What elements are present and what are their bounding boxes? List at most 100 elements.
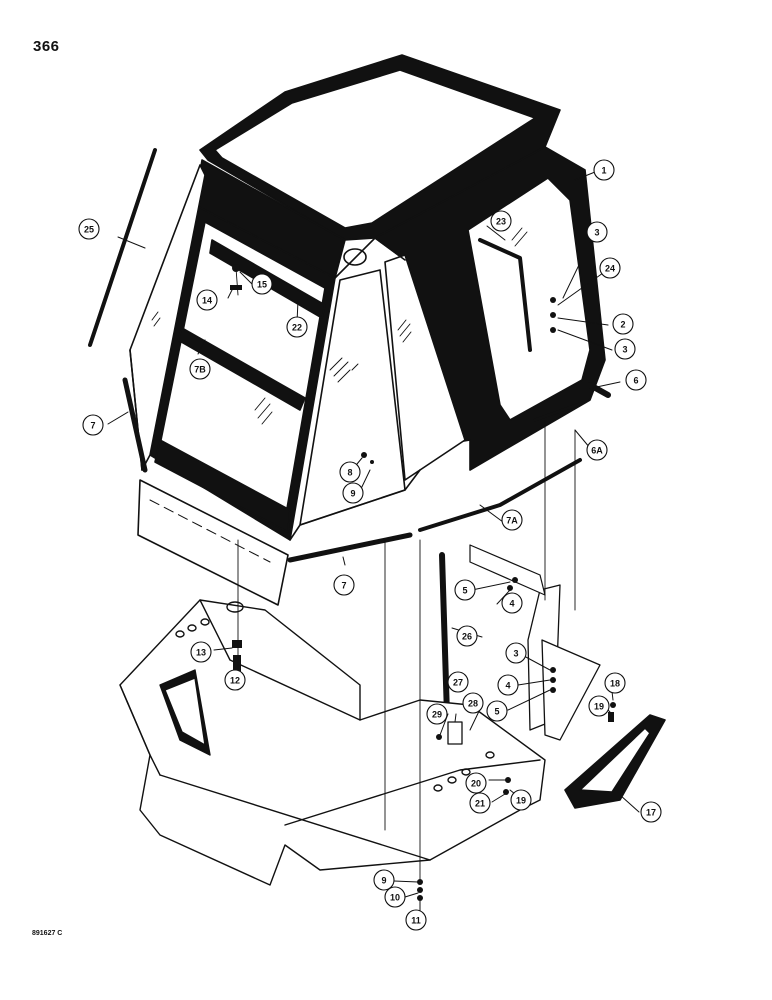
callout-9: 9 <box>342 482 364 504</box>
callout-circle <box>625 369 647 391</box>
seal-strip-6a <box>533 400 587 422</box>
callout-circle <box>384 886 406 908</box>
callout-circle <box>586 221 608 243</box>
callout-label: 22 <box>292 323 302 333</box>
callout-circle <box>599 257 621 279</box>
callout-29: 29 <box>426 703 448 725</box>
callout-10: 10 <box>384 886 406 908</box>
callout-circle <box>333 574 355 596</box>
callout-3: 3 <box>614 338 636 360</box>
callout-circle <box>78 218 100 240</box>
callout-label: 7A <box>506 516 518 526</box>
callout-6: 6 <box>625 369 647 391</box>
callout-circle <box>224 669 246 691</box>
callout-label: 7B <box>194 365 206 375</box>
callout-label: 10 <box>390 893 400 903</box>
callout-circle <box>342 482 364 504</box>
callout-17: 17 <box>640 801 662 823</box>
callout-circle <box>640 801 662 823</box>
callout-28: 28 <box>462 692 484 714</box>
callout-circle <box>501 592 523 614</box>
callout-19: 19 <box>588 695 610 717</box>
hinge-27 <box>447 721 463 745</box>
callout-7: 7 <box>333 574 355 596</box>
callout-5: 5 <box>486 700 508 722</box>
figure-code: 891627 C <box>32 930 63 937</box>
callout-18: 18 <box>604 672 626 694</box>
callout-circle <box>586 439 608 461</box>
callout-25: 25 <box>78 218 100 240</box>
door-grab-handle <box>478 238 532 352</box>
callout-26: 26 <box>456 625 478 647</box>
callout-label: 11 <box>411 916 421 926</box>
callout-circle <box>426 703 448 725</box>
callout-circle <box>339 461 361 483</box>
callout-label: 13 <box>196 648 206 658</box>
callout-3: 3 <box>505 642 527 664</box>
callout-1: 1 <box>593 159 615 181</box>
callout-label: 23 <box>496 217 506 227</box>
callout-label: 5 <box>494 707 499 717</box>
callout-13: 13 <box>190 641 212 663</box>
door-window <box>467 177 591 421</box>
callout-circle <box>286 316 308 338</box>
callout-circle <box>614 338 636 360</box>
callout-label: 5 <box>462 586 467 596</box>
callout-label: 26 <box>462 632 472 642</box>
callout-4: 4 <box>501 592 523 614</box>
callout-label: 18 <box>610 679 620 689</box>
callout-22: 22 <box>286 316 308 338</box>
callout-label: 3 <box>594 228 599 238</box>
callout-14: 14 <box>196 289 218 311</box>
callout-label: 20 <box>471 779 481 789</box>
seal-strip-7-left <box>122 377 148 473</box>
callout-label: 4 <box>505 681 510 691</box>
callout-circle <box>486 700 508 722</box>
seal-strip-26 <box>439 552 450 718</box>
callout-19: 19 <box>510 789 532 811</box>
callout-circle <box>612 313 634 335</box>
callout-circle <box>604 672 626 694</box>
callout-11: 11 <box>405 909 427 931</box>
callout-label: 19 <box>594 702 604 712</box>
callout-label: 29 <box>432 710 442 720</box>
floor-frame <box>119 599 546 886</box>
callout-label: 6 <box>633 376 638 386</box>
page-number: 366 <box>33 38 60 55</box>
callout-8: 8 <box>339 461 361 483</box>
callout-9: 9 <box>373 869 395 891</box>
callout-label: 1 <box>601 166 606 176</box>
callout-circle <box>505 642 527 664</box>
callout-label: 28 <box>468 699 478 709</box>
callout-15: 15 <box>251 273 273 295</box>
callout-circle <box>456 625 478 647</box>
callout-2: 2 <box>612 313 634 335</box>
callout-circle <box>373 869 395 891</box>
callout-label: 6A <box>591 446 603 456</box>
seal-strip-6 <box>587 382 611 398</box>
window-strap-mid <box>177 327 306 411</box>
callout-label: 7 <box>341 581 346 591</box>
callout-circle <box>190 641 212 663</box>
callout-circle <box>588 695 610 717</box>
callout-label: 27 <box>453 678 463 688</box>
step-plate <box>541 639 601 741</box>
callout-label: 24 <box>605 264 615 274</box>
callout-6a: 6A <box>586 439 608 461</box>
callout-circle <box>251 273 273 295</box>
callout-circle <box>447 671 469 693</box>
callout-label: 7 <box>90 421 95 431</box>
callout-circle <box>469 792 491 814</box>
callout-circle <box>462 692 484 714</box>
callout-circle <box>405 909 427 931</box>
callout-label: 19 <box>516 796 526 806</box>
callout-circle <box>82 414 104 436</box>
seal-strip-7a <box>418 458 582 532</box>
callout-label: 21 <box>475 799 485 809</box>
callout-27: 27 <box>447 671 469 693</box>
callout-7: 7 <box>82 414 104 436</box>
callout-circle <box>510 789 532 811</box>
callout-3: 3 <box>586 221 608 243</box>
callout-group: 12333445566A777A7B8991011121314151718191… <box>78 159 662 931</box>
callout-circle <box>497 674 519 696</box>
